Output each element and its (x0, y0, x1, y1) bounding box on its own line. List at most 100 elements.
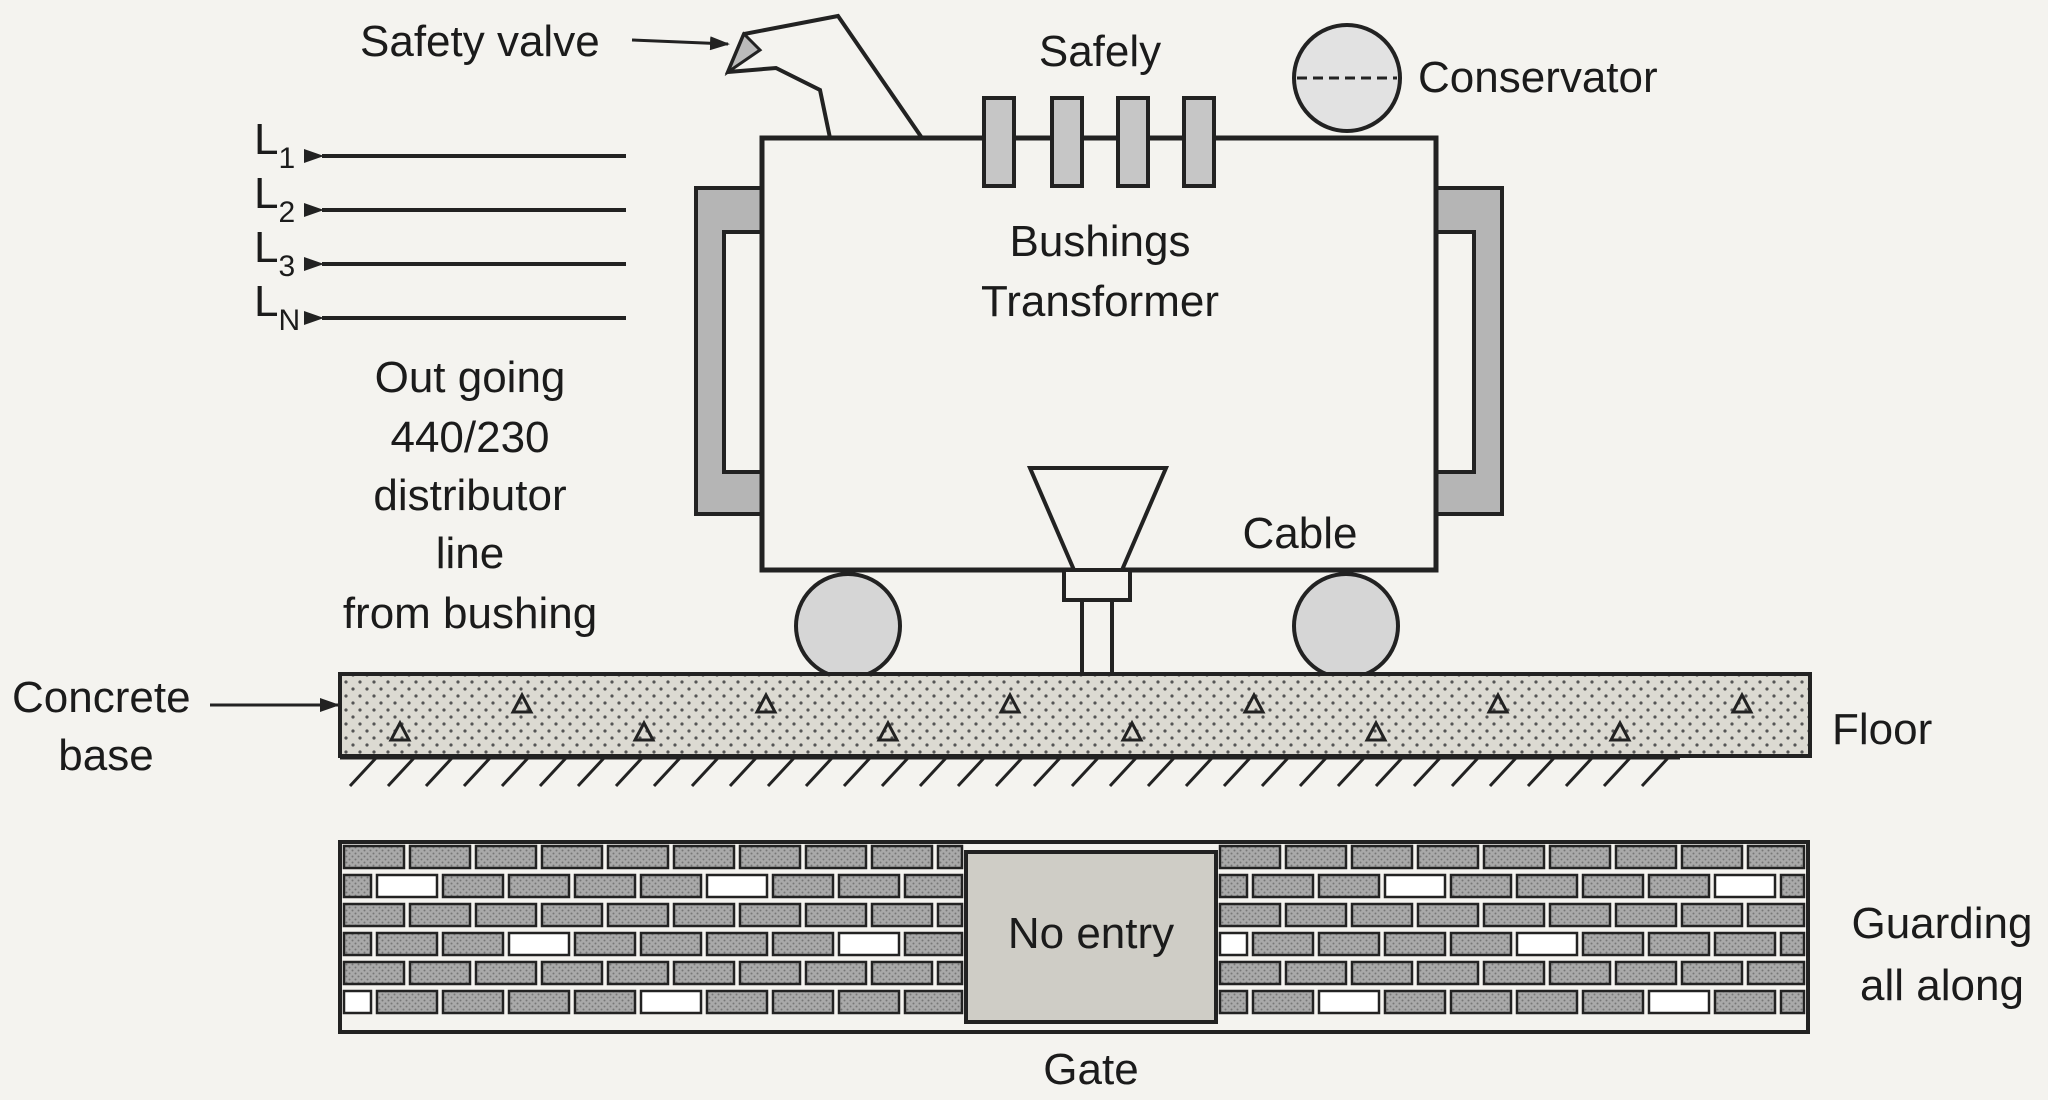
brick (375, 873, 439, 899)
brick (771, 931, 835, 957)
guard-wall (338, 840, 1810, 1034)
brick (1317, 931, 1381, 957)
brick (1779, 931, 1806, 957)
hatch-mark (1146, 756, 1176, 788)
brick (1482, 902, 1546, 928)
hatch-mark (1184, 756, 1214, 788)
hatch-mark (880, 756, 910, 788)
brick (1746, 960, 1806, 986)
hatch-mark (1260, 756, 1290, 788)
hatch-mark (804, 756, 834, 788)
conservator-label: Conservator (1418, 53, 1658, 102)
brick (375, 931, 439, 957)
hatch-mark (1374, 756, 1404, 788)
brick (1548, 960, 1612, 986)
brick (1284, 902, 1348, 928)
hatch-mark (918, 756, 948, 788)
brick (1317, 873, 1381, 899)
hatch-mark (766, 756, 796, 788)
brick (1416, 960, 1480, 986)
brick (573, 989, 637, 1015)
hatch-mark (500, 756, 530, 788)
brick (804, 902, 868, 928)
base-label: base (58, 731, 153, 780)
brick (1218, 873, 1249, 899)
brick (1614, 844, 1678, 870)
bushings-label: Bushings (1009, 217, 1190, 266)
hatch-mark (1070, 756, 1100, 788)
brick (1350, 844, 1414, 870)
brick (738, 844, 802, 870)
brick (441, 931, 505, 957)
brick (1581, 873, 1645, 899)
brick (1515, 931, 1579, 957)
brick (1713, 989, 1777, 1015)
brick (639, 989, 703, 1015)
gate-label: Gate (1043, 1045, 1138, 1094)
aggregate-mark (998, 691, 1022, 714)
hatch-mark (1222, 756, 1252, 788)
hatch-mark (1298, 756, 1328, 788)
brick (507, 989, 571, 1015)
outgoing-label-1: Out going (375, 353, 566, 402)
brick (1548, 902, 1612, 928)
brick (474, 960, 538, 986)
brick (441, 873, 505, 899)
brick (1383, 931, 1447, 957)
brick (936, 902, 964, 928)
brick (639, 931, 703, 957)
hatch-mark (1032, 756, 1062, 788)
brick (1416, 844, 1480, 870)
brick (342, 873, 373, 899)
brick (903, 931, 964, 957)
outgoing-label-3: distributor (373, 471, 566, 520)
brick (540, 844, 604, 870)
bushings (982, 96, 1216, 188)
brick (1515, 989, 1579, 1015)
safely-label: Safely (1039, 27, 1161, 76)
hatch-mark (690, 756, 720, 788)
outgoing-label-5: from bushing (343, 589, 597, 638)
aggregate-mark (1730, 691, 1754, 714)
brick (936, 844, 964, 870)
brick (540, 902, 604, 928)
hatch-mark (424, 756, 454, 788)
hatch-mark (728, 756, 758, 788)
brick (1449, 873, 1513, 899)
brick (1713, 873, 1777, 899)
wheel-right (1292, 572, 1400, 680)
brick (1482, 960, 1546, 986)
hatch-mark (538, 756, 568, 788)
hatch-mark (348, 756, 378, 788)
brick (375, 989, 439, 1015)
cable-label: Cable (1243, 509, 1358, 558)
brick (738, 960, 802, 986)
brick (1251, 989, 1315, 1015)
brick (1614, 902, 1678, 928)
hatch-mark (614, 756, 644, 788)
safety-valve-pointer (631, 36, 730, 51)
brick (1713, 931, 1777, 957)
brick (1416, 902, 1480, 928)
brick (573, 931, 637, 957)
brick (837, 989, 901, 1015)
brick (1581, 931, 1645, 957)
outgoing-label-4: line (436, 529, 505, 578)
brick (837, 873, 901, 899)
aggregate-mark (388, 719, 412, 742)
brick (342, 931, 373, 957)
line-label-1: L1 (254, 115, 295, 175)
brick (342, 989, 373, 1015)
aggregate-mark (1364, 719, 1388, 742)
brick (804, 844, 868, 870)
line-label-n: LN (254, 277, 300, 337)
brick (1647, 931, 1711, 957)
brick (672, 902, 736, 928)
brick (705, 873, 769, 899)
aggregate-mark (510, 691, 534, 714)
brick (1251, 931, 1315, 957)
radiator-right (1434, 186, 1504, 516)
brick (837, 931, 901, 957)
hatch-mark (386, 756, 416, 788)
aggregate-mark (632, 719, 656, 742)
